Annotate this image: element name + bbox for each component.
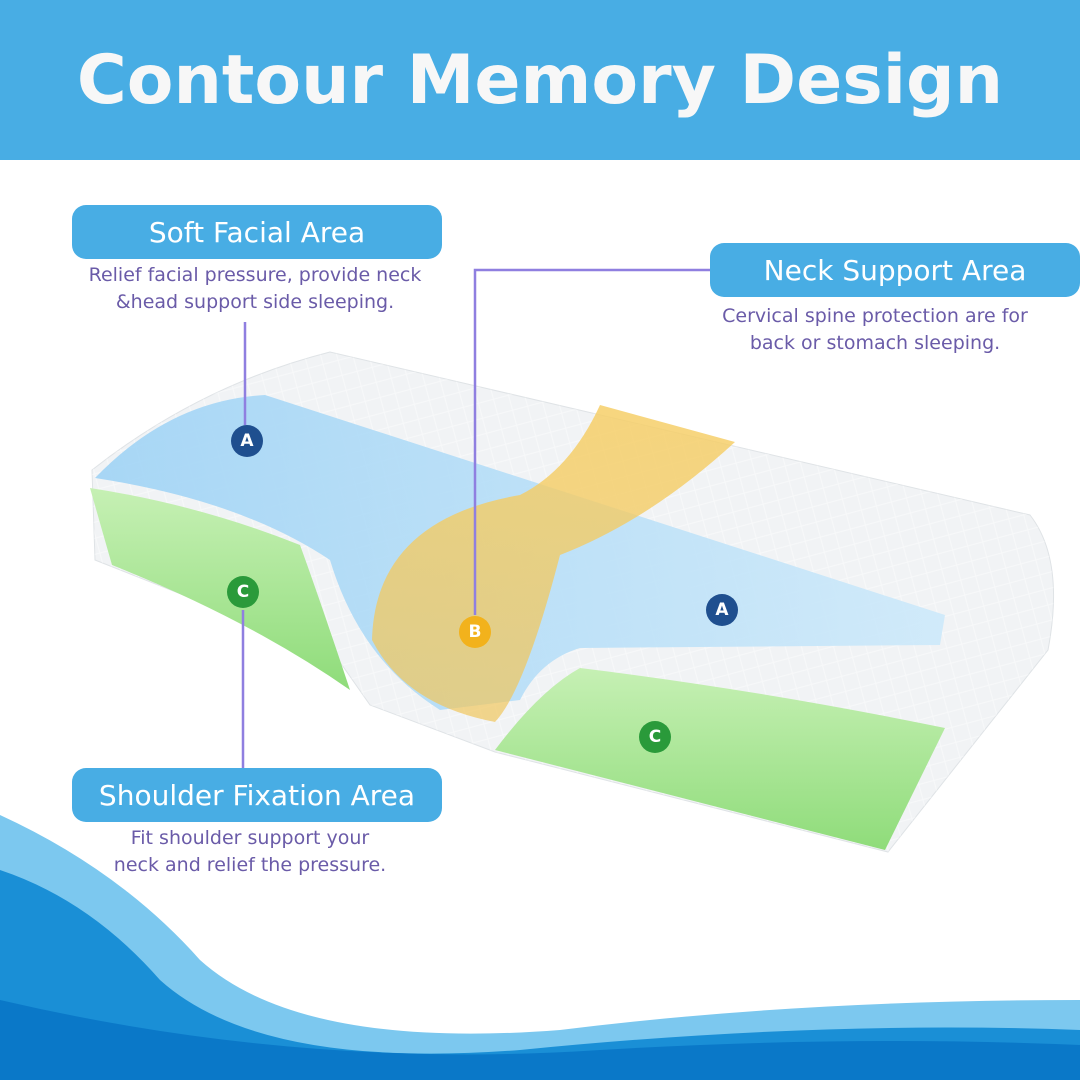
description-line: Relief facial pressure, provide neck xyxy=(88,264,422,286)
marker-a-left: A xyxy=(231,425,263,457)
wave-light xyxy=(0,815,1080,1080)
shoulder-area-right xyxy=(495,668,945,850)
shoulder-fixation-area-label: Shoulder Fixation Area xyxy=(72,768,442,822)
callout-lines xyxy=(241,268,710,770)
neck-support-area-label: Neck Support Area xyxy=(710,243,1080,297)
description-line: neck and relief the pressure. xyxy=(113,854,387,876)
neck-support-area-description: Cervical spine protection are for back o… xyxy=(680,303,1070,357)
page-title: Contour Memory Design xyxy=(76,40,1004,120)
marker-c-right: C xyxy=(639,721,671,753)
shoulder-area-left xyxy=(90,488,350,690)
marker-a-right: A xyxy=(706,594,738,626)
soft-facial-area-description: Relief facial pressure, provide neck &he… xyxy=(50,262,460,316)
description-line: &head support side sleeping. xyxy=(115,291,395,313)
marker-b: B xyxy=(459,616,491,648)
description-line: Cervical spine protection are for xyxy=(722,305,1028,327)
description-line: back or stomach sleeping. xyxy=(749,332,1001,354)
description-line: Fit shoulder support your xyxy=(130,827,370,849)
marker-c-left: C xyxy=(227,576,259,608)
header-banner: Contour Memory Design xyxy=(0,0,1080,160)
shoulder-fixation-area-description: Fit shoulder support your neck and relie… xyxy=(50,825,450,879)
soft-facial-area-label: Soft Facial Area xyxy=(72,205,442,259)
